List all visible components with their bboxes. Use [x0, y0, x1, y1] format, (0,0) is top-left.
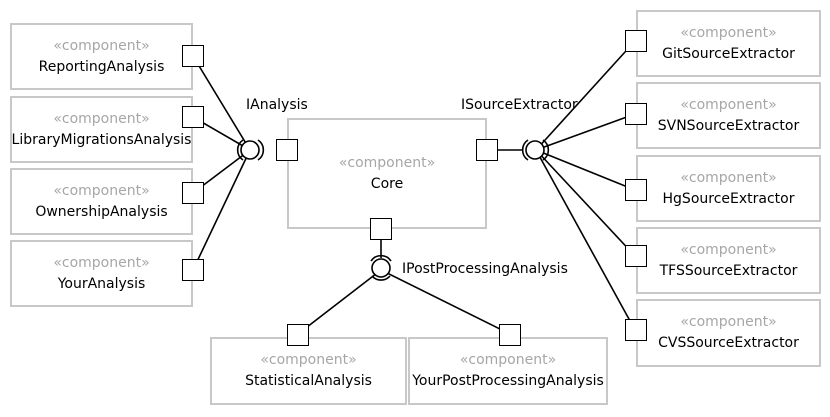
stereotype-label: «component»	[459, 352, 557, 368]
component-core: «component» Core	[287, 118, 487, 229]
port-reporting	[182, 45, 204, 67]
component-reporting-analysis: «component» ReportingAnalysis	[10, 23, 193, 90]
component-statistical-analysis: «component» StatisticalAnalysis	[210, 337, 407, 405]
stereotype-label: «component»	[53, 37, 150, 54]
component-name: SVNSourceExtractor	[657, 117, 800, 134]
component-your-post-processing-analysis: «component» YourPostProcessingAnalysis	[408, 337, 608, 405]
port-tfs	[625, 245, 647, 267]
port-cvs	[625, 319, 647, 341]
iface-source-extractor-symbol	[521, 139, 550, 161]
component-name: YourPostProcessingAnalysis	[412, 373, 604, 389]
stereotype-label: «component»	[53, 182, 150, 199]
stereotype-label: «component»	[260, 352, 357, 368]
connector-svn	[535, 113, 636, 151]
connector-statistical	[297, 269, 382, 335]
port-statistical	[287, 324, 309, 346]
component-library-migrations-analysis: «component» LibraryMigrationsAnalysis	[10, 96, 193, 163]
port-core-source	[476, 139, 498, 161]
connector-hg	[535, 149, 636, 191]
port-library-migrations	[182, 106, 204, 128]
connector-your-post	[380, 269, 511, 335]
connector-your-analysis	[192, 149, 251, 271]
component-name: YourAnalysis	[57, 275, 146, 292]
stereotype-label: «component»	[680, 96, 777, 113]
connector-cvs	[535, 149, 636, 331]
component-name: LibraryMigrationsAnalysis	[11, 131, 192, 148]
component-tfs-source-extractor: «component» TFSSourceExtractor	[636, 227, 821, 294]
port-ownership	[182, 182, 204, 204]
interface-label-post-processing: IPostProcessingAnalysis	[402, 261, 568, 277]
stereotype-label: «component»	[680, 169, 777, 186]
port-git	[625, 30, 647, 52]
connector-tfs	[535, 149, 636, 257]
port-your-analysis	[182, 259, 204, 281]
stereotype-label: «component»	[680, 241, 777, 258]
interface-label-analysis: IAnalysis	[246, 97, 308, 113]
port-svn	[625, 103, 647, 125]
component-svn-source-extractor: «component» SVNSourceExtractor	[636, 82, 821, 149]
port-hg	[625, 179, 647, 201]
component-name: StatisticalAnalysis	[245, 373, 372, 389]
component-name: HgSourceExtractor	[662, 190, 795, 207]
connector-reporting	[192, 55, 251, 151]
stereotype-label: «component»	[53, 254, 150, 271]
port-your-post	[499, 324, 521, 346]
component-hg-source-extractor: «component» HgSourceExtractor	[636, 155, 821, 222]
component-cvs-source-extractor: «component» CVSSourceExtractor	[636, 299, 821, 367]
stereotype-label: «component»	[338, 154, 436, 171]
component-name: OwnershipAnalysis	[35, 203, 168, 220]
stereotype-label: «component»	[680, 24, 777, 41]
interface-label-source-extractor: ISourceExtractor	[461, 97, 578, 113]
component-name: CVSSourceExtractor	[658, 335, 799, 351]
connector-git	[535, 40, 636, 151]
port-core-analysis	[276, 139, 298, 161]
iface-post-processing-symbol	[370, 254, 392, 281]
component-your-analysis: «component» YourAnalysis	[10, 240, 193, 307]
component-name: GitSourceExtractor	[662, 45, 795, 62]
component-name: ReportingAnalysis	[38, 58, 165, 75]
component-name: TFSSourceExtractor	[659, 262, 798, 279]
stereotype-label: «component»	[680, 314, 777, 330]
iface-analysis-symbol	[236, 139, 265, 161]
component-name: Core	[370, 175, 404, 192]
component-ownership-analysis: «component» OwnershipAnalysis	[10, 168, 193, 235]
component-git-source-extractor: «component» GitSourceExtractor	[636, 10, 821, 77]
stereotype-label: «component»	[53, 110, 150, 127]
port-core-post	[370, 218, 392, 240]
